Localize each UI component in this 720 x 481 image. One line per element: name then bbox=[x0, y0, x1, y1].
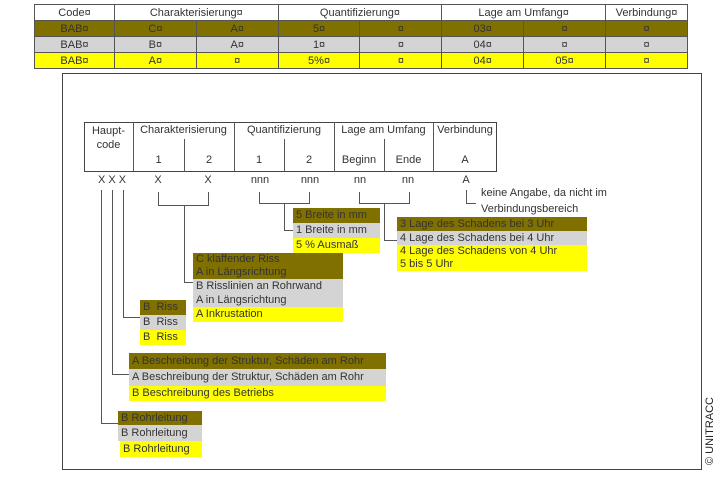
code-table: Code¤ Charakterisierung¤ Quantifizierung… bbox=[34, 4, 688, 69]
legend-gray: A Beschreibung der Struktur, Schäden am … bbox=[129, 369, 386, 386]
legend-yellow: B Rohrleitung bbox=[120, 441, 202, 457]
char-sub-1: 1 bbox=[155, 154, 162, 166]
legend-yellow: 5 % Ausmaß bbox=[293, 238, 380, 253]
cell: 5%¤ bbox=[277, 52, 361, 69]
legend-gray: 4 Lage des Schadens bei 4 Uhr bbox=[397, 231, 587, 245]
table-row: BAB¤B¤A¤1¤¤04¤¤¤ bbox=[34, 36, 688, 53]
quantifizierung-label: Quantifizierung bbox=[247, 124, 321, 136]
legend-yellow: A Inkrustation bbox=[193, 307, 343, 322]
cell: ¤ bbox=[605, 20, 688, 37]
cell: BAB¤ bbox=[34, 52, 115, 69]
header-charakterisierung: Charakterisierung¤ bbox=[114, 4, 279, 21]
header-verbindung: Verbindung¤ bbox=[605, 4, 688, 21]
cell: 5¤ bbox=[277, 20, 361, 37]
lage-sub-beginn: Beginn bbox=[341, 154, 377, 166]
code-nn: nn bbox=[353, 174, 367, 186]
cell: A¤ bbox=[195, 20, 279, 37]
legend-olive: B Riss bbox=[140, 300, 186, 315]
code-nnn: nnn bbox=[300, 174, 320, 186]
cell: 1¤ bbox=[277, 36, 361, 53]
charakterisierung-label: Charakterisierung bbox=[140, 124, 227, 136]
cell: 04¤ bbox=[441, 52, 525, 69]
cell: ¤ bbox=[605, 52, 688, 69]
cell: ¤ bbox=[359, 20, 443, 37]
legend-olive: B Rohrleitung bbox=[118, 411, 202, 425]
diagram-frame bbox=[62, 73, 702, 470]
table-row: BAB¤A¤¤5%¤¤04¤05¤¤ bbox=[34, 52, 688, 69]
legend-yellow: B Riss bbox=[140, 330, 186, 345]
cell: 03¤ bbox=[441, 20, 525, 37]
code-xxx: X X X bbox=[97, 174, 127, 186]
legend-gray: 1 Breite in mm bbox=[293, 223, 380, 238]
char-sub-2: 2 bbox=[205, 154, 213, 166]
code-nnn: nnn bbox=[250, 174, 270, 186]
legend-olive: 3 Lage des Schadens bei 3 Uhr bbox=[397, 217, 587, 231]
table-row: BAB¤C¤A¤5¤¤03¤¤¤ bbox=[34, 20, 688, 37]
cell: ¤ bbox=[359, 36, 443, 53]
cell: BAB¤ bbox=[34, 20, 115, 37]
verb-sub: A bbox=[461, 154, 469, 166]
legend-gray: B Rohrleitung bbox=[118, 425, 202, 441]
legend-gray: B Riss bbox=[140, 315, 186, 330]
cell: ¤ bbox=[359, 52, 443, 69]
code-nn: nn bbox=[401, 174, 415, 186]
code-x: X bbox=[204, 174, 212, 186]
cell: A¤ bbox=[114, 52, 197, 69]
legend-olive: A Beschreibung der Struktur, Schäden am … bbox=[129, 353, 386, 369]
cell: B¤ bbox=[114, 36, 197, 53]
cell: ¤ bbox=[605, 36, 688, 53]
header-lage: Lage am Umfang¤ bbox=[441, 4, 606, 21]
diagram-header-box bbox=[84, 122, 497, 172]
lage-sub-ende: Ende bbox=[395, 154, 422, 166]
cell: 04¤ bbox=[441, 36, 525, 53]
table-header: Code¤ Charakterisierung¤ Quantifizierung… bbox=[34, 4, 688, 21]
cell: BAB¤ bbox=[34, 36, 115, 53]
legend-yellow: B Beschreibung des Betriebs bbox=[129, 386, 386, 401]
cell: C¤ bbox=[114, 20, 197, 37]
cell: 05¤ bbox=[523, 52, 606, 69]
hauptcode-label: Haupt-code bbox=[91, 125, 126, 151]
cell: ¤ bbox=[523, 36, 606, 53]
lage-label: Lage am Umfang bbox=[341, 124, 426, 136]
quant-sub-2: 2 bbox=[305, 154, 313, 166]
header-quantifizierung: Quantifizierung¤ bbox=[277, 4, 443, 21]
verbindung-label: Verbindung bbox=[437, 124, 493, 136]
legend-olive: 5 Breite in mm bbox=[293, 208, 380, 223]
code-a: A bbox=[462, 174, 470, 186]
cell: ¤ bbox=[523, 20, 606, 37]
header-code: Code¤ bbox=[34, 4, 115, 21]
copyright-text: © UNITRACC bbox=[704, 397, 716, 465]
cell: ¤ bbox=[195, 52, 279, 69]
code-x: X bbox=[154, 174, 162, 186]
quant-sub-1: 1 bbox=[255, 154, 263, 166]
cell: A¤ bbox=[195, 36, 279, 53]
